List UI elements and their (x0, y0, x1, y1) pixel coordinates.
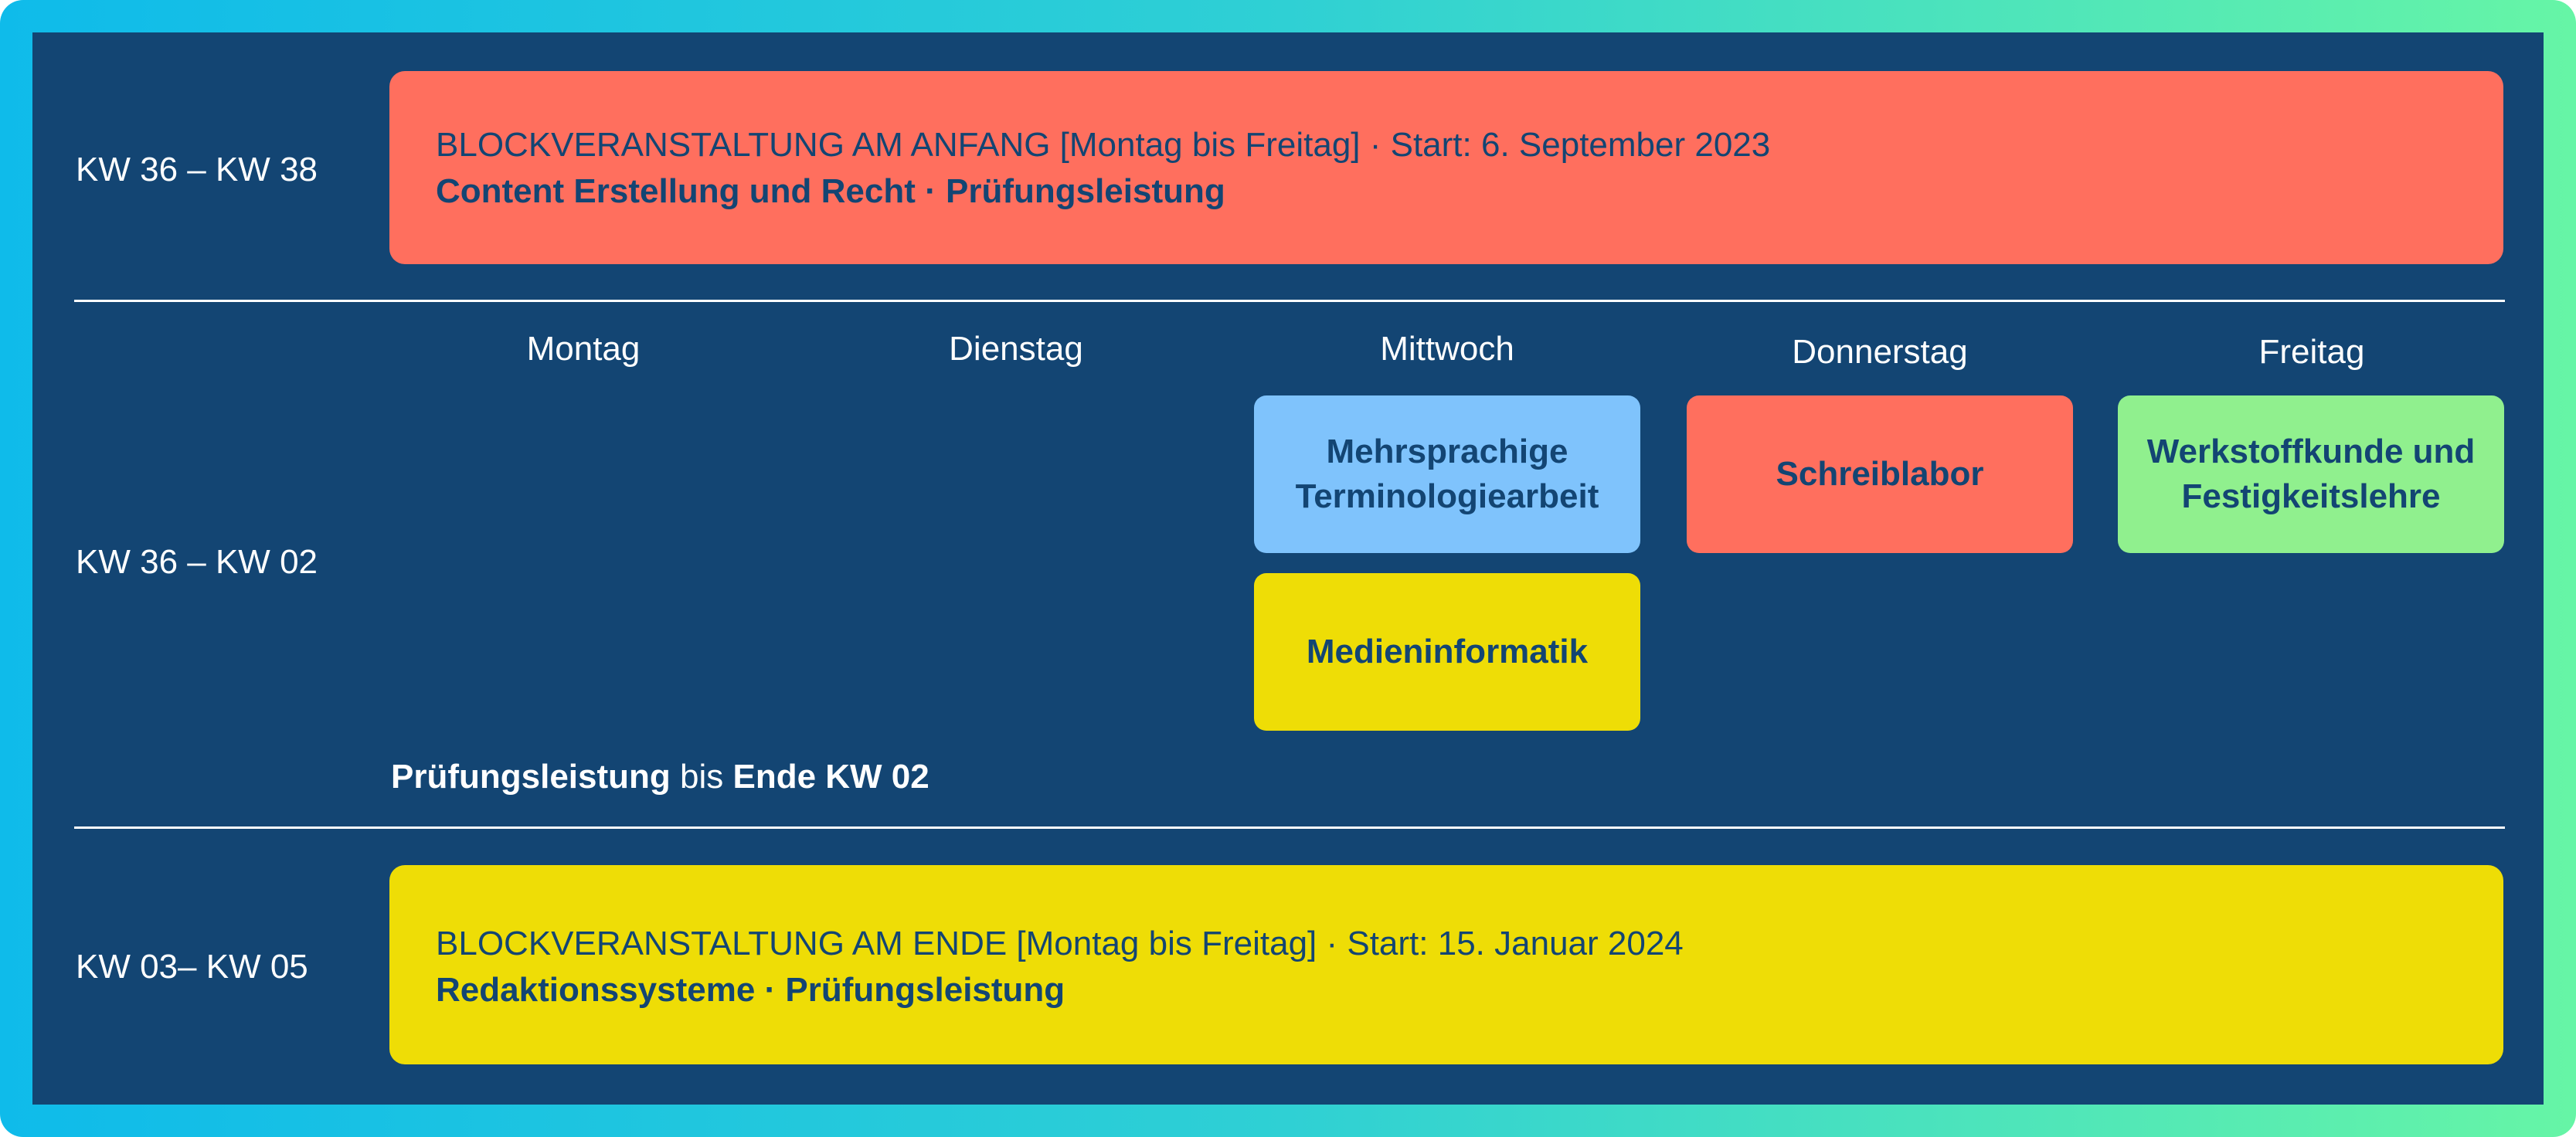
day-friday: Freitag (2258, 333, 2365, 371)
block-start-banner: BLOCKVERANSTALTUNG AM ANFANG [Montag bis… (389, 71, 2503, 264)
day-monday: Montag (526, 330, 641, 368)
course-schreiblabor: Schreiblabor (1687, 395, 2073, 553)
week-label-top: KW 36 – KW 38 (76, 151, 318, 188)
course-mehrsprachige-terminologiearbeit: Mehrsprachige Terminologiearbeit (1254, 395, 1640, 553)
course-mehrsprachige-line1: Mehrsprachige (1326, 433, 1568, 470)
block-end-banner: BLOCKVERANSTALTUNG AM ENDE [Montag bis F… (389, 865, 2503, 1064)
week-label-middle: KW 36 – KW 02 (76, 543, 318, 581)
course-medieninformatik: Medieninformatik (1254, 573, 1640, 731)
day-wednesday: Mittwoch (1380, 330, 1514, 368)
day-tuesday: Dienstag (949, 330, 1083, 368)
block-end-title: BLOCKVERANSTALTUNG AM ENDE [Montag bis F… (436, 925, 1684, 962)
course-werkstoffkunde-festigkeitslehre: Werkstoffkunde und Festigkeitslehre (2118, 395, 2504, 553)
course-werkstoffkunde-line2: Festigkeitslehre (2181, 477, 2441, 515)
divider-bottom (74, 826, 2505, 829)
block-start-course: Content Erstellung und Recht · Prüfungsl… (436, 172, 1225, 210)
course-werkstoffkunde-line1: Werkstoffkunde und (2146, 433, 2476, 470)
course-mehrsprachige-line2: Terminologiearbeit (1295, 477, 1599, 515)
exam-note-part2: bis (670, 758, 733, 796)
course-medieninformatik-label: Medieninformatik (1306, 633, 1589, 670)
block-start-title: BLOCKVERANSTALTUNG AM ANFANG [Montag bis… (436, 126, 1771, 164)
block-end-course: Redaktionssysteme · Prüfungsleistung (436, 971, 1065, 1009)
exam-note-part3: Ende KW 02 (732, 758, 929, 796)
course-schreiblabor-label: Schreiblabor (1776, 455, 1984, 493)
day-thursday: Donnerstag (1792, 333, 1968, 371)
divider-top (74, 300, 2505, 302)
week-label-bottom: KW 03– KW 05 (76, 948, 308, 986)
exam-note: Prüfungsleistung bis Ende KW 02 (391, 760, 929, 794)
exam-note-part1: Prüfungsleistung (391, 758, 671, 796)
